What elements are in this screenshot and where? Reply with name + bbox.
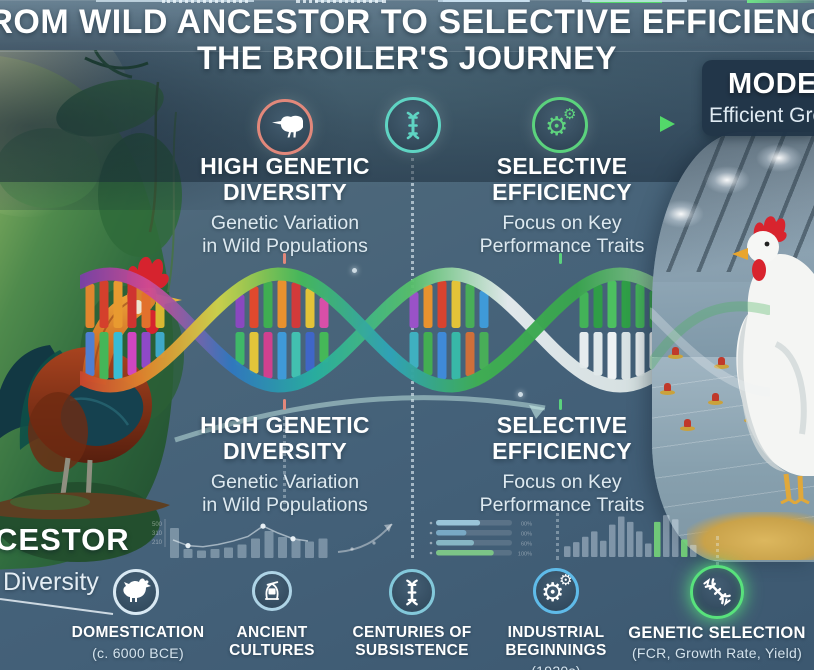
heading-line: EFFICIENCY [492,438,632,464]
feeder-icon [660,383,675,395]
trend-arrow-chart [337,523,393,553]
feeder-icon [680,419,695,431]
bird-icon [272,115,303,138]
milestone-circle-centuries [389,569,435,615]
progress-bars-chart: 00% 00% 60% 100% [429,520,532,558]
sub-line: Genetic Variation [210,471,360,493]
heading-line: HIGH GENETIC [200,412,370,438]
sub-line: in Wild Populations [202,235,368,257]
timeline-green-connector [747,0,814,3]
milestone-sub: (1920s) [481,662,631,670]
tick-mark [283,399,286,410]
heading-line: SELECTIVE [496,412,628,438]
rooster-illustration [0,256,182,520]
svg-text:500: 500 [152,522,163,528]
chicken-icon [123,578,151,602]
growth-bar-chart [564,515,697,557]
heading-line: HIGH GENETIC [200,153,370,179]
dotted-divider [283,416,286,512]
ancestor-connector-line [0,598,114,615]
sparkle-icon [518,392,523,397]
broiler-hen-illustration [732,216,814,504]
mini-chart-band [0,0,814,52]
gears-icon: ⚙ ⚙ [541,572,573,607]
svg-text:00%: 00% [521,532,532,538]
straw-bed [687,512,814,560]
sub-line: Focus on Key [502,212,622,234]
timeline-dotted-connector [162,0,248,3]
mill-icon [264,581,280,600]
dna-helix-fade [650,301,770,397]
milestone-label-ancient: ANCIENT CULTURES [229,624,315,659]
svg-text:60%: 60% [521,542,532,548]
milestone-sub: (FCR, Growth Rate, Yield) [631,645,803,661]
svg-text:310: 310 [152,531,163,537]
svg-text:100%: 100% [518,552,532,558]
tick-mark [559,253,562,264]
svg-text:00%: 00% [521,522,532,528]
dotted-divider [556,500,559,560]
timeline-connector [582,0,687,2]
milestone-circle-genetic-selection [690,565,744,619]
milestone-label-centuries: CENTURIES OF SUBSISTENCE [352,624,472,659]
modern-heading: MODER [728,68,814,100]
ancestor-heading: CESTOR [0,522,130,557]
sub-line: Performance Traits [479,235,645,257]
ancestor-subheading: Diversity [3,568,99,596]
page-title-line1: ROM WILD ANCESTOR TO SELECTIVE EFFICIENC [0,3,814,41]
milestone-circle-ancient [252,571,292,611]
dna-strand-icon [406,579,418,606]
svg-text:210: 210 [152,540,163,546]
sub-line: Performance Traits [479,494,645,516]
sub-line: Genetic Variation [210,212,360,234]
dotted-divider [716,536,719,566]
milestone-label-domestication: DOMESTICATION (c. 6000 BCE) [48,624,228,662]
timeline-dotted-connector [296,0,386,3]
timeline-connector [438,0,530,2]
growth-arrow-icon [660,116,675,132]
tick-mark [283,253,286,264]
modern-barn-panel [652,132,814,562]
curved-arrow-icon [174,395,546,443]
stage-circle-efficiency: ⚙ ⚙ [532,97,588,153]
tick-mark [559,399,562,410]
heading-line: DIVERSITY [222,179,348,205]
feeder-icon [668,347,683,359]
heading-line: DIVERSITY [222,438,348,464]
milestone-circle-industrial: ⚙ ⚙ [533,568,579,614]
milestone-label-genetic-selection: GENETIC SELECTION (FCR, Growth Rate, Yie… [607,624,814,662]
dna-icon [406,111,420,140]
milestone-label-industrial: INDUSTRIAL BEGINNINGS (1920s) [481,624,631,670]
milestone-sub: (c. 6000 BCE) [92,645,184,661]
milestone-circle-domestication [113,569,159,615]
lamp-icon [756,144,802,172]
sub-line: Focus on Key [502,471,622,493]
sub-line: in Wild Populations [202,494,368,516]
lamp-icon [704,166,750,194]
lamp-icon [658,200,704,228]
modern-banner: MODER Efficient Gro [702,60,814,136]
heading-line: SELECTIVE [496,153,628,179]
feeder-icon [714,357,729,369]
heading-line: EFFICIENCY [492,179,632,205]
dna-selection-icon [703,578,731,606]
modern-subheading: Efficient Gro [709,104,814,127]
stage-circle-diversity [257,99,313,155]
gears-icon: ⚙ ⚙ [545,106,577,141]
stage-circle-dna [385,97,441,153]
sparkle-icon [352,268,357,273]
feeder-icon [708,393,723,405]
page-title-line2: THE BROILER'S JOURNEY [197,40,617,76]
mini-bar-chart: 500 310 210 [152,519,328,558]
